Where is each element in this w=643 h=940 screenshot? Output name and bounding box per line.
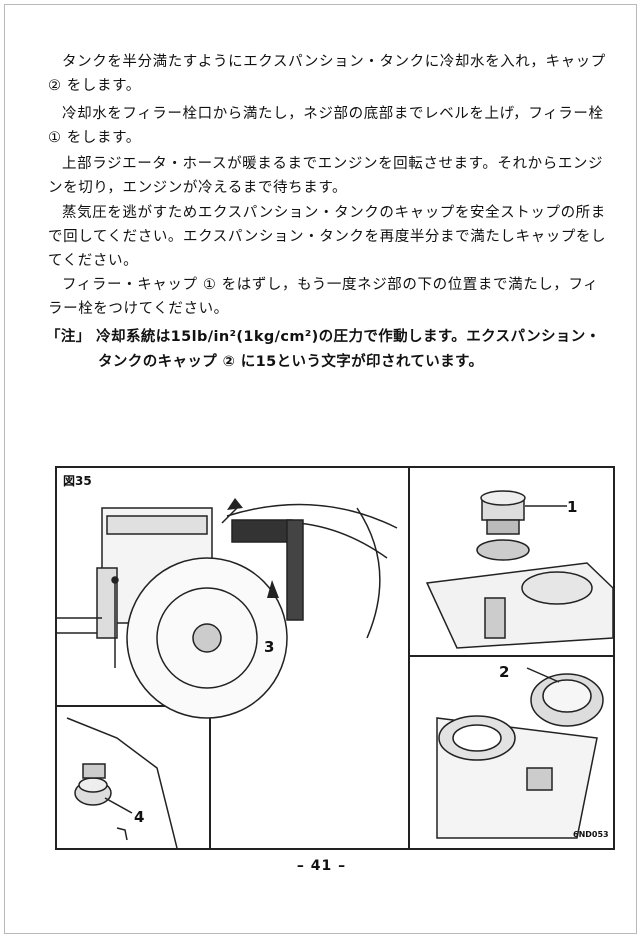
drain-plug-view	[66, 717, 178, 848]
note-block: 「注」 冷却系統は15lb/in²(1kg/cm²)の圧力で作動します。エクスパ…	[46, 325, 616, 375]
filler-plug-view	[425, 490, 613, 649]
note-line-1: 冷却系統は15lb/in²(1kg/cm²)の圧力で作動します。エクスパンション…	[96, 329, 601, 345]
paragraph-2: 冷却水をフィラー栓口から満たし，ネジ部の底部までレベルを上げ，フィラー栓 ① を…	[48, 106, 604, 146]
expansion-cap-view	[436, 667, 604, 839]
main-engine-view	[57, 498, 398, 719]
callout-1: 1	[567, 498, 578, 516]
page-border	[4, 4, 637, 934]
callout-3: 3	[264, 638, 275, 656]
page-number: – 41 –	[296, 858, 347, 874]
paragraph-4: 蒸気圧を逃がすためエクスパンション・タンクのキャップを安全ストップの所まで回して…	[48, 205, 607, 269]
figure-code: 6ND053	[573, 830, 609, 839]
paragraph-3: 上部ラジエータ・ホースが暖まるまでエンジンを回転させます。それからエンジンを切り…	[48, 156, 604, 196]
note-line-2: タンクのキャップ ② に15という文字が印されています。	[98, 354, 484, 370]
paragraph-5: フィラー・キャップ ① をはずし，もう一度ネジ部の下の位置まで満たし，フィラー栓…	[48, 277, 599, 317]
callout-4: 4	[134, 808, 145, 826]
callout-2: 2	[499, 663, 510, 681]
figure-label: 図35	[63, 474, 92, 488]
paragraph-1: タンクを半分満たすようにエクスパンション・タンクに冷却水を入れ，キャップ ② を…	[48, 54, 606, 94]
cooling-system-illustration	[57, 468, 613, 848]
figure-35: 図35 1 2 3 4 6ND053	[55, 466, 615, 850]
note-label: 「注」	[46, 329, 91, 345]
